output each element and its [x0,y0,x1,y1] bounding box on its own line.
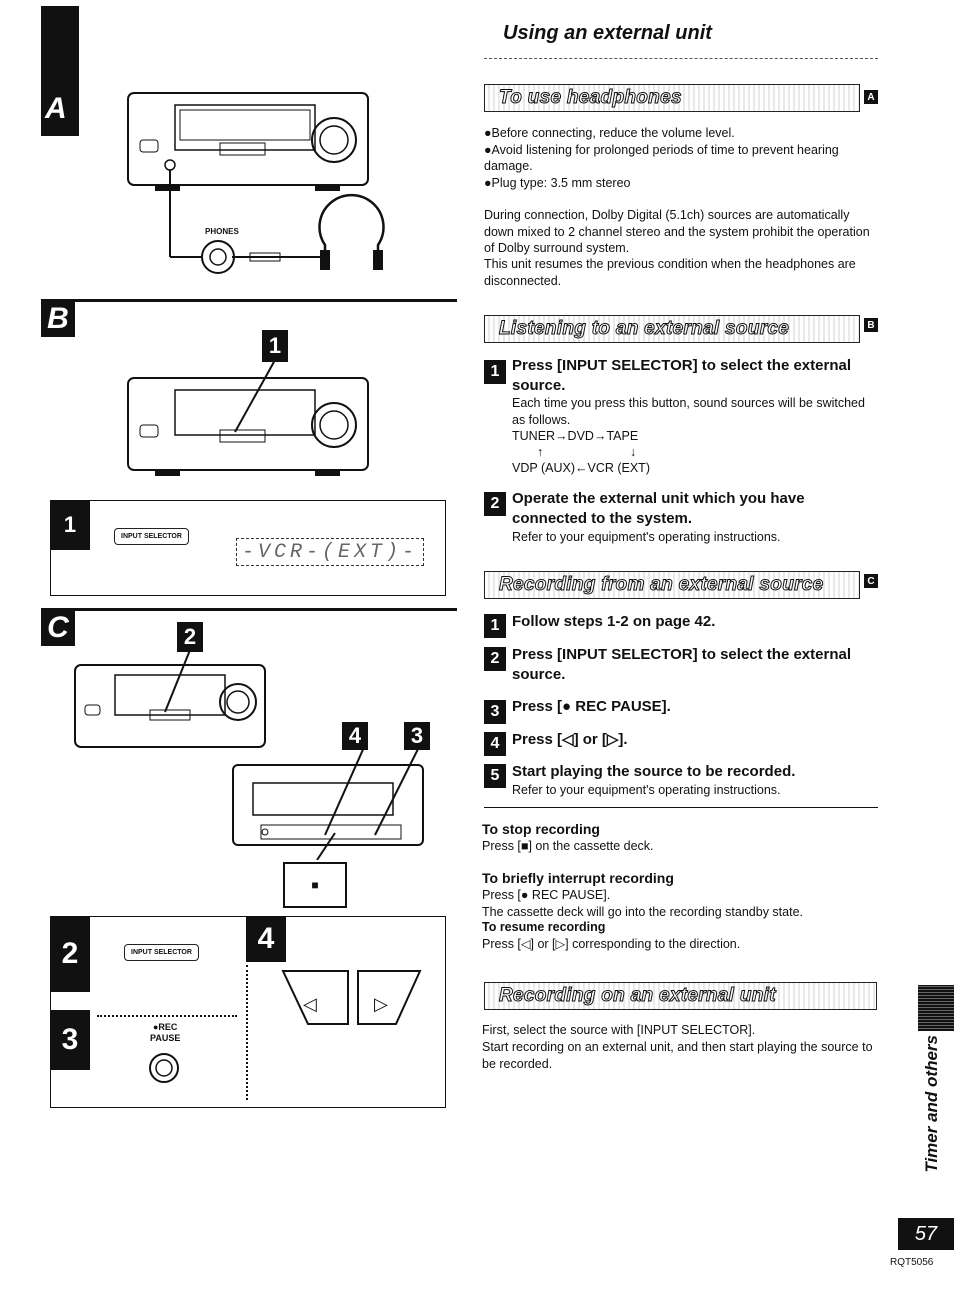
rec-label: ●REC [152,1022,178,1032]
stop-button[interactable]: ■ [283,862,347,908]
recording-on-body2: Start recording on an external unit, and… [482,1040,873,1071]
forward-play-button[interactable]: ▷ [374,994,388,1014]
rec-step5-body: Refer to your equipment's operating inst… [512,783,781,797]
rec-step4-heading: Press [◁] or [▷]. [512,731,628,748]
title-underline [484,58,878,59]
page-title: Using an external unit [503,22,712,44]
panel-c-box-badge-3: 3 [50,1010,90,1070]
panel-c-step2-badge: 2 [177,622,203,652]
pause-label: PAUSE [150,1033,181,1043]
listening-step2-body: Refer to your equipment's operating inst… [512,530,781,544]
rec-pause-label: ●REC PAUSE [150,1022,180,1044]
section-c-badge: C [41,610,75,646]
panel-b-rule [41,299,457,302]
panel-c-step3-badge: 3 [404,722,430,750]
panel-c-box-badge-4: 4 [246,916,286,962]
rec-step5-heading: Start playing the source to be recorded. [512,763,796,780]
recording-from-section-title: Recording from an external source [499,574,824,596]
stop-recording-heading: To stop recording [482,821,600,837]
section-b-badge: B [41,301,75,337]
panel-c-rule [41,608,457,611]
cassette-deck-illustration [232,745,424,860]
display-readout: -VCR-(EXT)- [236,538,424,566]
listening-step1-heading: Press [INPUT SELECTOR] to select the ext… [512,357,851,394]
panel-c-step4-badge: 4 [342,722,368,750]
page-number: 57 [898,1218,954,1250]
listening-step2-number: 2 [484,492,506,516]
rec-step4-number: 4 [484,732,506,756]
stereo-unit-c [74,650,266,748]
rec-step2-heading: Press [INPUT SELECTOR] to select the ext… [512,646,851,683]
dotted-separator [97,1015,237,1017]
input-selector-button-2[interactable]: INPUT SELECTOR [124,944,199,961]
listening-step1-number: 1 [484,360,506,384]
interrupt-recording-body1: Press [● REC PAUSE]. [482,888,611,902]
listening-corner-badge: B [864,318,878,332]
phones-label: PHONES [205,227,239,236]
interrupt-recording-body2: The cassette deck will go into the recor… [482,905,804,919]
headphones-section-title: To use headphones [499,87,683,109]
source-cycle-row1: TUNER→DVD→TAPE [512,429,639,443]
dolby-paragraph: During connection, Dolby Digital (5.1ch)… [484,208,870,255]
section-a-letter: A [45,92,67,125]
bullet-hearing: ●Avoid listening for prolonged periods o… [484,142,839,174]
source-cycle-up-arrow: ↑ [537,445,544,459]
resume-recording-heading: To resume recording [482,920,606,934]
source-cycle-row2: VDP (AUX)←VCR (EXT) [512,461,650,475]
stop-recording-body: Press [■] on the cassette deck. [482,839,654,853]
panel-b-step1-badge: 1 [262,330,288,362]
recording-on-body1: First, select the source with [INPUT SEL… [482,1023,756,1037]
panel-b-box-badge: 1 [50,500,90,550]
input-selector-button[interactable]: INPUT SELECTOR [114,528,189,545]
source-cycle-down-arrow: ↓ [630,445,637,459]
recording-on-section-bar: Recording on an external unit [484,982,877,1010]
recording-on-section-title: Recording on an external unit [499,985,777,1007]
listening-step2-heading: Operate the external unit which you have… [512,490,805,527]
listening-section-title: Listening to an external source [498,318,790,340]
rec-step1-heading: Follow steps 1-2 on page 42. [512,613,716,630]
panel-c-box-badge-2: 2 [50,916,90,992]
side-section-label: Timer and others [922,1035,941,1173]
bullet-plug: ●Plug type: 3.5 mm stereo [484,175,631,190]
headphones-bullets: ●Before connecting, reduce the volume le… [484,125,878,191]
resume-paragraph: This unit resumes the previous condition… [484,257,856,288]
rec-step3-number: 3 [484,700,506,724]
side-tab-block [918,985,954,1031]
stereo-unit-b [127,360,369,476]
rec-step3-heading: Press [● REC PAUSE]. [512,698,671,715]
document-code: RQT5056 [890,1257,934,1268]
headphones-section-bar: To use headphones [484,84,860,112]
recording-from-corner-badge: C [864,574,878,588]
recording-notes-rule [484,807,878,808]
interrupt-recording-heading: To briefly interrupt recording [482,870,674,886]
reverse-play-button[interactable]: ◁ [303,994,317,1014]
listening-section-bar: Listening to an external source [484,315,860,343]
direction-buttons [281,970,422,1025]
resume-recording-body: Press [◁] or [▷] corresponding to the di… [482,937,741,951]
rec-pause-button[interactable] [146,1050,186,1090]
bullet-volume: ●Before connecting, reduce the volume le… [484,126,735,140]
recording-from-section-bar: Recording from an external source [484,571,860,599]
listening-step1-body: Each time you press this button, sound s… [512,396,865,427]
rec-step1-number: 1 [484,614,506,638]
headphones-illustration [127,92,385,274]
headphones-corner-badge: A [864,90,878,104]
section-a-tab: A [41,6,79,136]
rec-step5-number: 5 [484,764,506,788]
dotted-vertical-separator [246,965,248,1100]
rec-step2-number: 2 [484,647,506,671]
